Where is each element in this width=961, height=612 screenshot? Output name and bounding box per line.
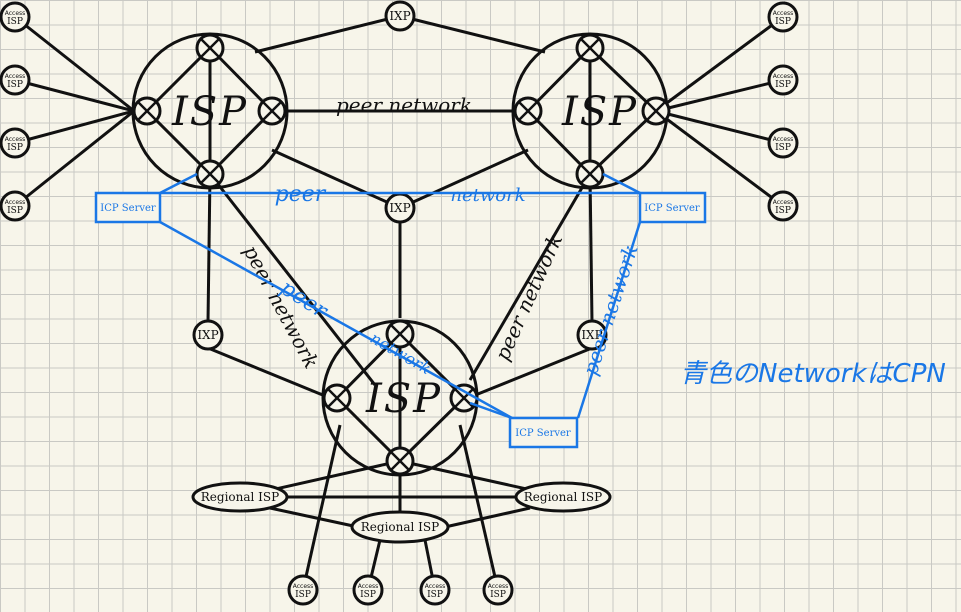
regional-isp-label: Regional ISP bbox=[201, 490, 279, 504]
access-label-line2: ISP bbox=[427, 590, 443, 600]
access-label-line1: Access bbox=[488, 583, 509, 590]
ixp-right: IXP bbox=[576, 319, 608, 351]
peer-network-blue-right-label: peer network bbox=[578, 241, 643, 378]
access-label-line1: Access bbox=[358, 583, 379, 590]
access-label-line1: Access bbox=[5, 73, 26, 80]
access-label-line2: ISP bbox=[775, 80, 791, 90]
access-label-line2: ISP bbox=[7, 206, 23, 216]
access-label-line1: Access bbox=[5, 199, 26, 206]
icp-server-left: ICP Server bbox=[94, 191, 162, 224]
access-label-line1: Access bbox=[773, 199, 794, 206]
ixp-label: IXP bbox=[197, 328, 218, 342]
regional-isp-right: Regional ISP bbox=[514, 481, 612, 513]
icp-server-right: ICP Server bbox=[638, 191, 707, 224]
access-label-line1: Access bbox=[425, 583, 446, 590]
router-icon bbox=[195, 33, 225, 63]
access-isp-nodes: AccessISPAccessISPAccessISPAccessISPAcce… bbox=[0, 1, 799, 606]
regional-isp-left: Regional ISP bbox=[191, 481, 289, 513]
access-label-line2: ISP bbox=[490, 590, 506, 600]
ixp-center: IXP bbox=[384, 192, 416, 224]
ixp-label: IXP bbox=[581, 328, 602, 342]
ixp-left: IXP bbox=[192, 319, 224, 351]
router-icon bbox=[513, 96, 543, 126]
router-icon bbox=[385, 446, 415, 476]
ixp-top: IXP bbox=[384, 0, 416, 32]
router-icon bbox=[449, 383, 479, 413]
icp-server-label: ICP Server bbox=[515, 428, 571, 439]
regional-isp-label: Regional ISP bbox=[361, 520, 439, 534]
isp-label: ISP bbox=[171, 89, 248, 135]
access-label-line1: Access bbox=[773, 73, 794, 80]
router-icon bbox=[195, 159, 225, 189]
peer-blue-top-label: peer bbox=[275, 182, 327, 207]
access-label-line2: ISP bbox=[7, 143, 23, 153]
router-icon bbox=[385, 319, 415, 349]
router-icon bbox=[132, 96, 162, 126]
access-label-line2: ISP bbox=[775, 17, 791, 27]
access-label-line2: ISP bbox=[360, 590, 376, 600]
access-label-line2: ISP bbox=[775, 206, 791, 216]
access-label-line2: ISP bbox=[295, 590, 311, 600]
routers bbox=[132, 33, 671, 476]
access-label-line1: Access bbox=[773, 136, 794, 143]
regional-isp-center: Regional ISP bbox=[350, 510, 450, 544]
regional-isp-label: Regional ISP bbox=[524, 490, 602, 504]
access-label-line1: Access bbox=[5, 136, 26, 143]
router-icon bbox=[257, 96, 287, 126]
access-label-line2: ISP bbox=[775, 143, 791, 153]
ixp-label: IXP bbox=[389, 9, 410, 23]
access-label-line1: Access bbox=[773, 10, 794, 17]
blue-links bbox=[159, 172, 642, 420]
access-label-line1: Access bbox=[293, 583, 314, 590]
isp-label: ISP bbox=[365, 376, 442, 422]
access-label-line1: Access bbox=[5, 10, 26, 17]
access-label-line2: ISP bbox=[7, 80, 23, 90]
icp-server-bottom: ICP Server bbox=[508, 416, 579, 449]
router-icon bbox=[322, 383, 352, 413]
cpn-note: 青色のNetworkはCPN bbox=[680, 359, 946, 389]
isp-label: ISP bbox=[561, 89, 638, 135]
router-icon bbox=[575, 33, 605, 63]
peer-network-right-label: peer network bbox=[490, 230, 567, 364]
network-blue-top-label: network bbox=[450, 185, 525, 206]
icp-server-label: ICP Server bbox=[100, 203, 156, 214]
access-label-line2: ISP bbox=[7, 17, 23, 27]
router-icon bbox=[641, 96, 671, 126]
icp-server-label: ICP Server bbox=[644, 203, 700, 214]
router-icon bbox=[575, 159, 605, 189]
ixp-label: IXP bbox=[389, 201, 410, 215]
peer-network-top-label: peer network bbox=[336, 93, 472, 117]
